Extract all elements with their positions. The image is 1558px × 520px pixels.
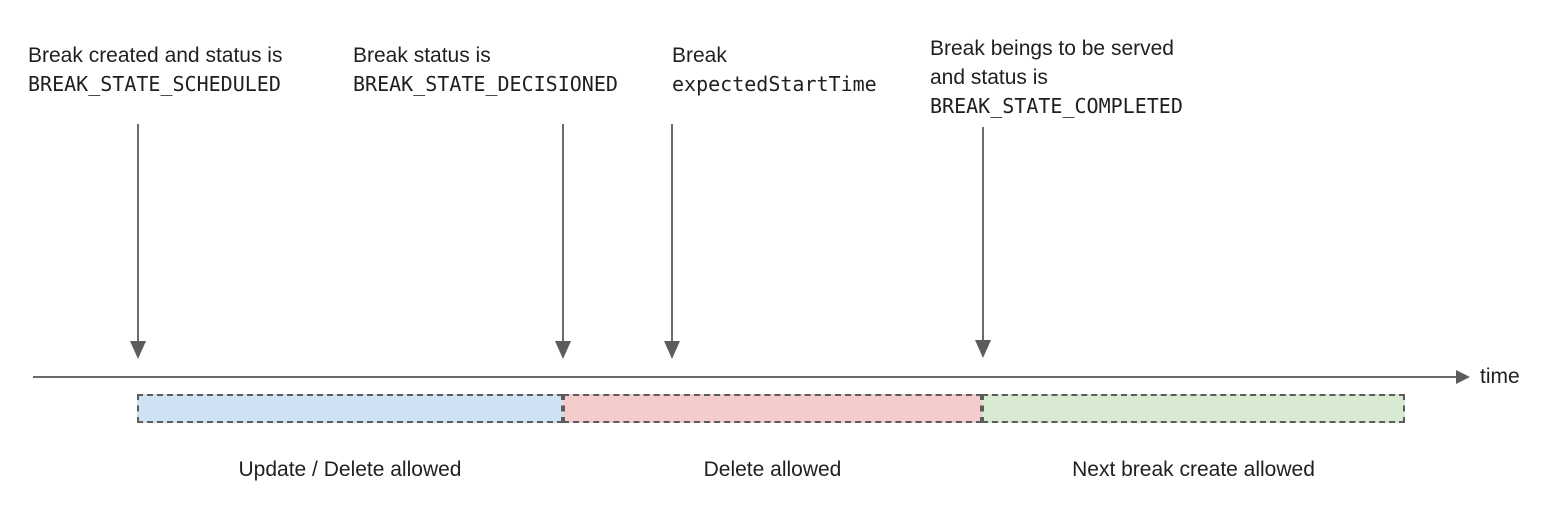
arrow-shaft [562, 124, 564, 343]
segment-delete-allowed [563, 394, 982, 423]
segment-update-delete-allowed [137, 394, 563, 423]
annotation-text: Break status is [353, 44, 491, 67]
arrowhead-icon [975, 340, 991, 358]
annotation-code: BREAK_STATE_DECISIONED [353, 72, 618, 96]
annotation-text: Break beings to be served [930, 37, 1174, 60]
timeline-axis [33, 376, 1457, 378]
annotation-code: BREAK_STATE_SCHEDULED [28, 72, 281, 96]
arrowhead-icon [130, 341, 146, 359]
annotation-break-completed: Break beings to be served and status is … [930, 34, 1183, 121]
annotation-text: Break created and status is [28, 44, 283, 67]
annotation-code: BREAK_STATE_COMPLETED [930, 94, 1183, 118]
segment-label: Next break create allowed [1072, 458, 1315, 481]
down-arrow-icon [130, 124, 146, 359]
annotation-expected-start-time: Break expectedStartTime [672, 41, 877, 99]
arrowhead-icon [664, 341, 680, 359]
annotation-break-decisioned: Break status is BREAK_STATE_DECISIONED [353, 41, 618, 99]
segment-label: Update / Delete allowed [238, 458, 462, 481]
annotation-code: expectedStartTime [672, 72, 877, 96]
segment-label: Delete allowed [703, 458, 842, 481]
down-arrow-icon [664, 124, 680, 359]
arrowhead-icon [555, 341, 571, 359]
timeline-arrowhead-icon [1456, 370, 1470, 384]
arrow-shaft [137, 124, 139, 343]
arrow-shaft [982, 127, 984, 342]
annotation-text: Break [672, 44, 727, 67]
segment-next-break-create-allowed [982, 394, 1405, 423]
annotation-break-scheduled: Break created and status is BREAK_STATE_… [28, 41, 282, 99]
down-arrow-icon [555, 124, 571, 359]
arrow-shaft [671, 124, 673, 343]
down-arrow-icon [975, 127, 991, 358]
timeline-axis-label: time [1480, 365, 1520, 388]
annotation-text: and status is [930, 66, 1048, 89]
